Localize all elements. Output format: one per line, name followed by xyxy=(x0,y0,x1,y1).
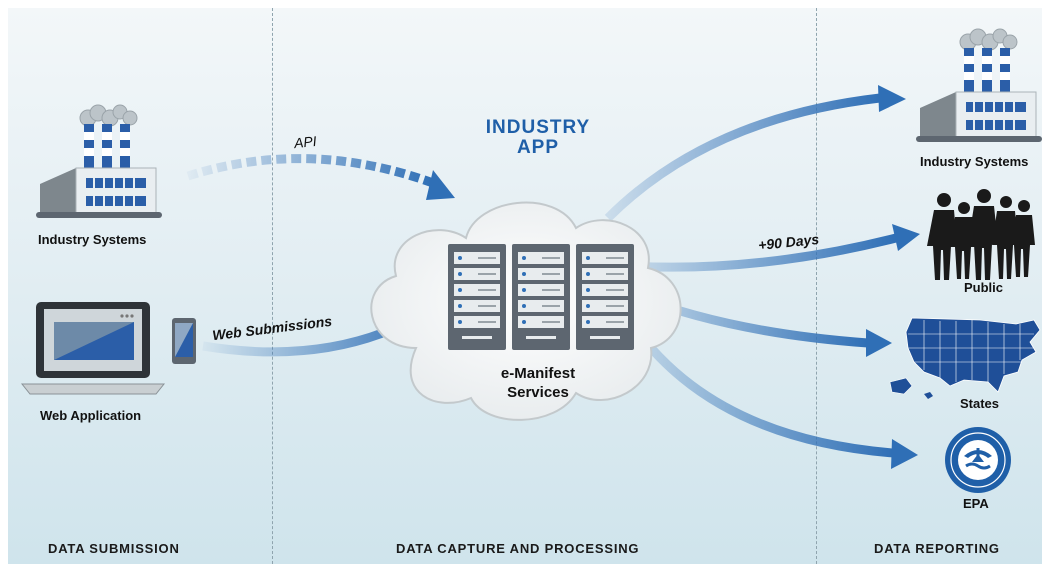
industry-out-arrow-head xyxy=(878,85,906,112)
industry-app-title: INDUSTRY APP xyxy=(428,118,648,158)
phone-icon xyxy=(172,318,196,364)
factory-icon xyxy=(916,28,1042,142)
public-out-arrow xyxy=(627,233,898,272)
factory-icon xyxy=(36,104,162,218)
section-divider-left xyxy=(272,8,273,564)
public-label: Public xyxy=(964,280,1004,295)
api-arrow xyxy=(186,154,435,188)
server-rack-icon xyxy=(448,244,634,350)
epa-seal-icon xyxy=(945,427,1011,493)
section-label-submission: DATA SUBMISSION xyxy=(48,541,180,556)
section-label-reporting: DATA REPORTING xyxy=(874,541,1000,556)
services-label: e-Manifest Services xyxy=(468,364,608,402)
app-title-line2: APP xyxy=(516,137,560,158)
api-label: API xyxy=(293,132,318,152)
section-divider-right xyxy=(816,8,817,564)
states-label: States xyxy=(960,396,1000,411)
laptop-icon xyxy=(20,302,166,395)
epa-out-arrow-head xyxy=(891,439,918,469)
industry-systems-left-label: Industry Systems xyxy=(38,232,147,247)
epa-label: EPA xyxy=(963,496,989,511)
public-out-arrow-head xyxy=(892,224,920,251)
people-silhouette-icon xyxy=(927,189,1035,280)
app-title-line1: INDUSTRY xyxy=(485,117,591,138)
industry-systems-right-label: Industry Systems xyxy=(920,154,1029,169)
section-label-capture: DATA CAPTURE AND PROCESSING xyxy=(396,541,640,556)
usa-map-icon xyxy=(889,317,1041,399)
states-out-arrow-head xyxy=(866,329,892,357)
diagram-canvas: Industry Systems Web Application API Web… xyxy=(8,8,1042,564)
web-application-label: Web Application xyxy=(40,408,142,423)
services-line1: e-Manifest xyxy=(500,365,576,382)
services-line2: Services xyxy=(507,384,569,401)
industry-out-arrow xyxy=(604,93,881,222)
api-arrow-head xyxy=(426,170,455,200)
